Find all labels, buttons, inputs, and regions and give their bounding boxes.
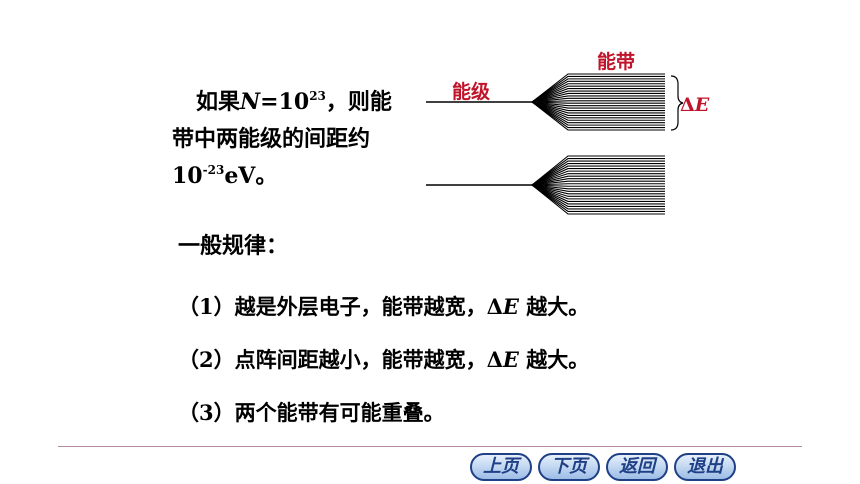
rule-item-3: （3）两个能带有可能重叠。 (178, 400, 445, 425)
band-sublevel-line (531, 80, 665, 103)
band-sublevel-line (531, 184, 665, 213)
delta-e-brace-path (670, 75, 684, 131)
delta-e-label: ΔE (680, 94, 710, 116)
band-sublevel-line (531, 175, 665, 186)
band-sublevel-line (531, 75, 665, 103)
band-sublevel-line (531, 163, 665, 186)
exit-button[interactable]: 退出 (674, 453, 736, 481)
band-sublevel-line (531, 157, 665, 186)
lower-band-lines (426, 155, 665, 215)
band-sublevel-line (531, 165, 665, 186)
delta-e-brace (670, 75, 684, 131)
band-sublevel-line (531, 170, 665, 186)
band-sublevel-line (531, 184, 665, 192)
band-sublevel-line (531, 101, 665, 112)
band-sublevel-line (531, 180, 665, 186)
band-sublevel-line (531, 101, 665, 129)
band-label: 能带 (597, 51, 636, 73)
band-sublevel-line (531, 101, 665, 109)
rules-heading: 一般规律： (178, 233, 289, 259)
rule-item-2: （2）点阵间距越小，能带越宽，ΔE 越大。 (178, 347, 590, 372)
band-sublevel-line (531, 95, 665, 103)
prev-page-button[interactable]: 上页 (470, 453, 532, 481)
band-sublevel-line (531, 168, 665, 186)
band-sublevel-line (531, 101, 665, 124)
intro-line-2: 带中两能级的间距约 (172, 126, 371, 152)
band-sublevel-line (531, 101, 665, 126)
band-sublevel-line (531, 78, 665, 103)
band-sublevel-line (531, 101, 665, 104)
band-sublevel-line (531, 90, 665, 103)
band-sublevel-line (531, 100, 665, 103)
band-sublevel-line (531, 101, 665, 116)
band-sublevel-line (531, 178, 665, 186)
footer-divider (58, 446, 802, 447)
band-sublevel-line (531, 184, 665, 215)
rule-item-1: （1）越是外层电子，能带越宽，ΔE 越大。 (178, 294, 590, 319)
band-sublevel-line (531, 101, 665, 121)
band-sublevel-line (531, 184, 665, 190)
intro-line-3: 10-23eV。 (172, 163, 278, 189)
upper-band-lines (426, 73, 665, 131)
band-sublevel-line (531, 101, 665, 114)
band-sublevel-line (531, 92, 665, 103)
band-sublevel-line (531, 88, 665, 103)
band-sublevel-line (531, 184, 665, 205)
band-sublevel-line (531, 160, 665, 186)
intro-line-1: 如果N=1023，则能 (196, 89, 392, 115)
band-sublevel-line (531, 85, 665, 103)
band-sublevel-line (531, 184, 665, 207)
band-sublevel-line (531, 83, 665, 103)
band-sublevel-line (531, 101, 665, 131)
band-sublevel-line (531, 184, 665, 210)
band-sublevel-line (531, 184, 665, 202)
band-sublevel-line (531, 101, 665, 119)
band-sublevel-line (531, 184, 665, 187)
band-sublevel-line (531, 183, 665, 186)
band-sublevel-line (531, 97, 665, 103)
level-label: 能级 (452, 81, 491, 103)
band-sublevel-line (531, 184, 665, 195)
back-button[interactable]: 返回 (606, 453, 668, 481)
band-sublevel-line (531, 101, 665, 107)
band-sublevel-line (531, 173, 665, 186)
band-sublevel-line (531, 184, 665, 200)
energy-band-diagram (426, 73, 684, 215)
band-sublevel-line (531, 184, 665, 197)
band-sublevel-line (531, 155, 665, 186)
band-sublevel-line (531, 73, 665, 103)
intro-text: 如果N=1023，则能 带中两能级的间距约 10-23eV。 (172, 84, 412, 195)
next-page-button[interactable]: 下页 (538, 453, 600, 481)
